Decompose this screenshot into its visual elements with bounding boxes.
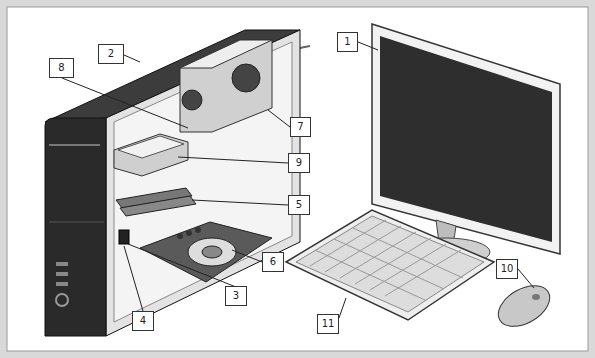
psu-fan (232, 64, 260, 92)
monitor-screen (380, 36, 552, 242)
callout-number: 9 (288, 153, 310, 173)
panel-seam (49, 222, 104, 223)
callout-number: 10 (496, 259, 518, 279)
callout-number: 5 (288, 195, 310, 215)
power-button (56, 294, 68, 306)
key-grid (310, 220, 463, 300)
capacitor (186, 230, 192, 236)
callout-number: 7 (290, 117, 311, 137)
mouse-wheel (532, 294, 540, 300)
capacitor (177, 233, 183, 239)
callout-number: 8 (49, 58, 74, 78)
inner-panel (7, 7, 588, 351)
usb-port (56, 262, 68, 266)
small-chip (119, 230, 129, 244)
callout-number: 4 (132, 311, 154, 331)
drive-top (118, 136, 184, 158)
capacitor (195, 227, 201, 233)
motherboard (140, 222, 272, 282)
psu-top (180, 40, 272, 68)
cpu-cooler (188, 238, 236, 266)
psu-fan (182, 90, 202, 110)
keyboard-keys (296, 216, 484, 312)
callout-number: 11 (317, 314, 339, 334)
cpu-fan-hub (202, 246, 222, 258)
case-front (45, 118, 106, 336)
drive-slot (49, 144, 100, 146)
callout-number: 6 (262, 252, 284, 272)
keyboard (286, 210, 494, 320)
power-supply (180, 40, 272, 132)
case-interior (106, 30, 300, 336)
disk-drive (114, 134, 188, 176)
callout-number: 2 (98, 44, 124, 64)
leader-lines (62, 42, 534, 318)
ram-module (120, 196, 196, 216)
callout-number: 1 (337, 32, 358, 52)
usb-port (56, 282, 68, 286)
monitor-frame (372, 24, 560, 254)
callout-number: 3 (225, 286, 247, 306)
mouse (491, 277, 556, 334)
usb-port (56, 272, 68, 276)
